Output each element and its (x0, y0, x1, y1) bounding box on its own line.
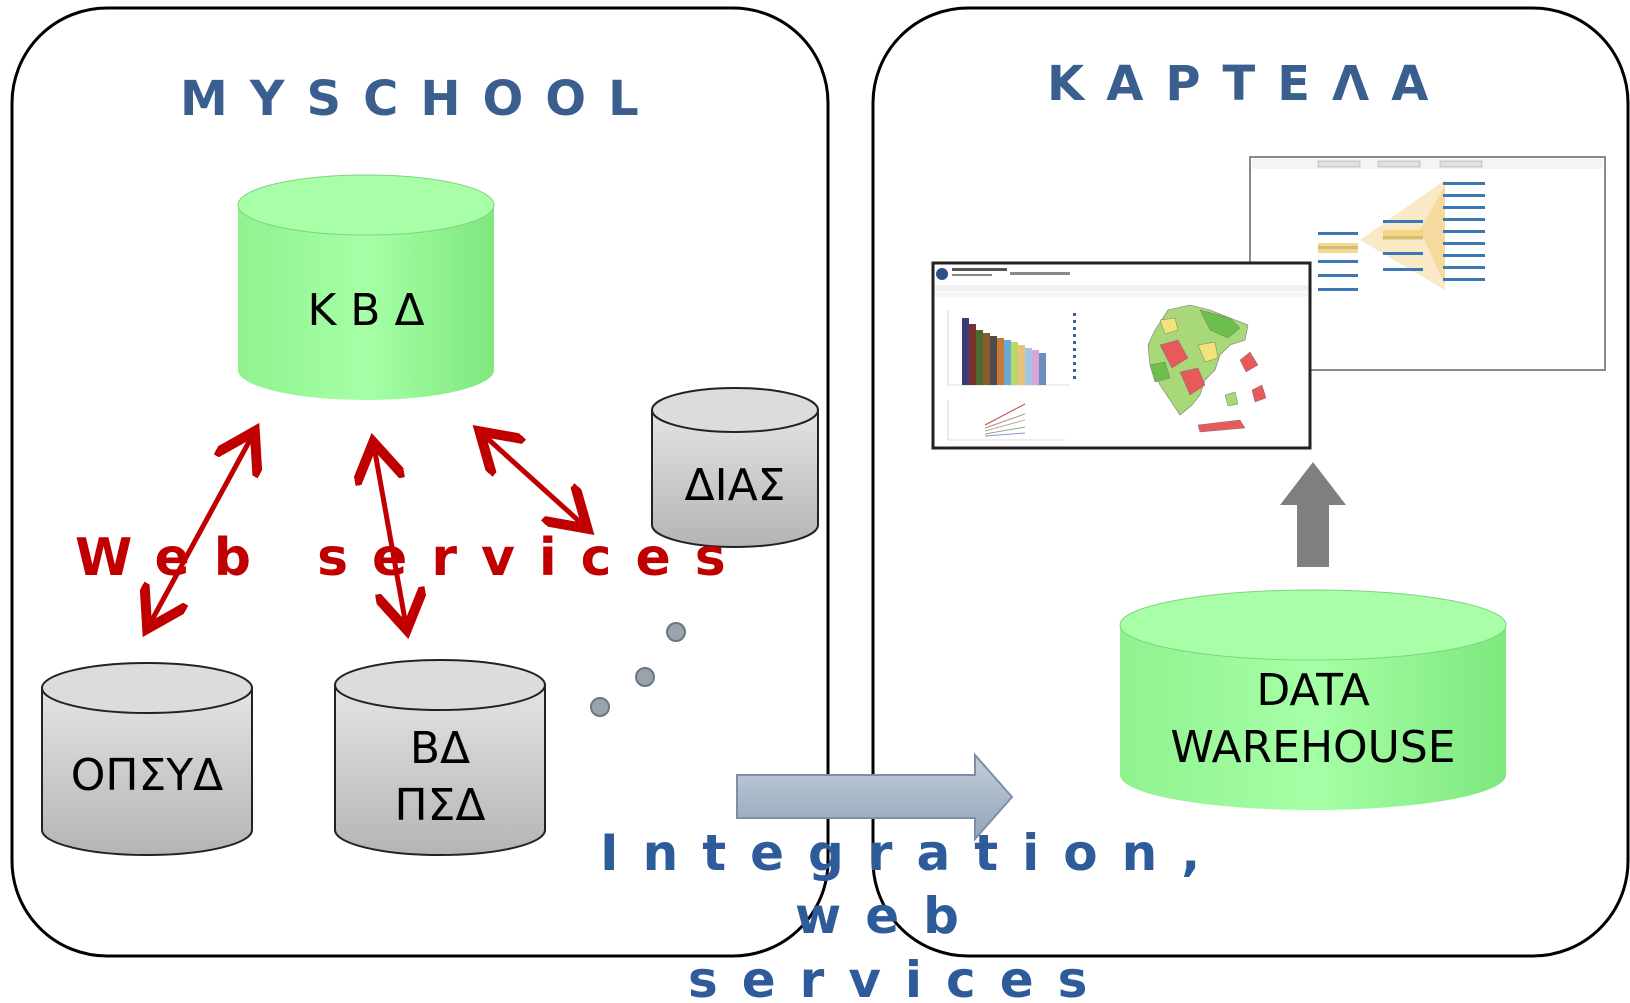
integration-label-line2: web (795, 887, 983, 945)
web-service-arrows (152, 438, 580, 620)
dias-database: ΔΙΑΣ (651, 387, 819, 548)
dw-label-line1: DATA (1256, 665, 1369, 716)
integration-label-line3: services (688, 951, 1111, 1003)
dias-label: ΔΙΑΣ (685, 460, 786, 511)
opsyd-label: ΟΠΣΥΔ (71, 750, 224, 801)
mini-line-chart (947, 400, 1065, 441)
kvd-label: Κ Β Δ (307, 285, 424, 336)
dot (590, 697, 610, 717)
integration-flow-arrow (736, 752, 1014, 842)
up-arrow (1280, 462, 1346, 567)
arrow-kvd-vd (375, 452, 405, 620)
opsyd-database: ΟΠΣΥΔ (41, 662, 253, 856)
mini-map (1147, 304, 1267, 433)
arrow-kvd-opsyd (152, 440, 250, 620)
dot (666, 622, 686, 642)
arrow-kvd-dias (487, 438, 580, 522)
myschool-panel (10, 6, 830, 958)
dashboard-thumbnail-map (931, 261, 1312, 450)
kartela-panel (871, 6, 1630, 958)
vd-label: ΒΔ (410, 723, 470, 774)
myschool-title: MYSCHOOL (180, 71, 661, 127)
kartela-title: ΚΑΡΤΕΛΑ (1047, 56, 1450, 112)
vd-psd-database: ΒΔ ΠΣΔ (334, 659, 546, 856)
more-databases-dots (590, 622, 686, 717)
dot (635, 667, 655, 687)
kvd-database: Κ Β Δ (237, 174, 495, 400)
web-services-label: Web services (75, 528, 750, 588)
psd-label: ΠΣΔ (395, 780, 486, 831)
mini-bar-chart (947, 310, 1076, 386)
integration-label-line1: Integration, (600, 824, 1224, 882)
dw-label-line2: WAREHOUSE (1170, 722, 1455, 773)
data-warehouse-database: DATA WAREHOUSE (1119, 589, 1507, 810)
